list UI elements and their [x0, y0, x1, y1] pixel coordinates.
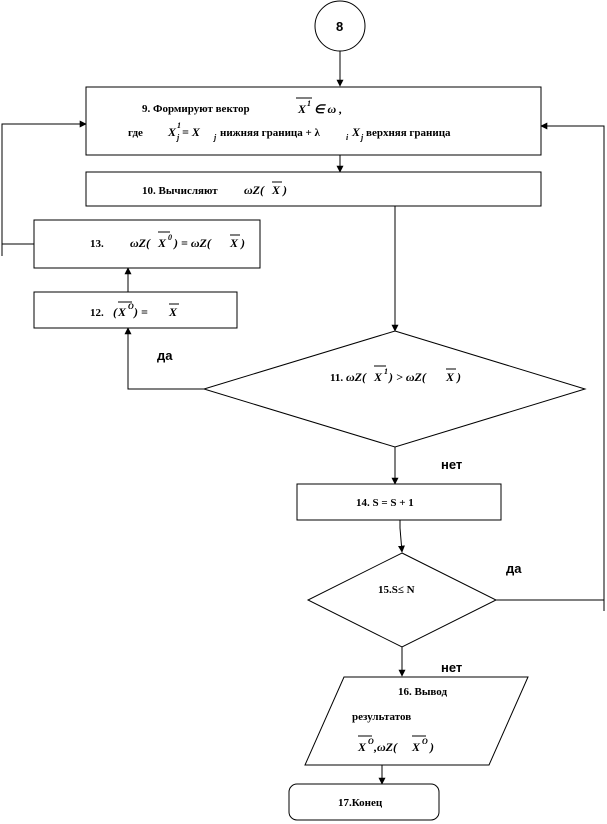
step-15-label: 15.S≤ N: [378, 584, 415, 596]
label-no-11: нет: [441, 457, 462, 472]
step-9-label: 9. Формируют вектор: [142, 103, 250, 115]
step-12-label: 12.: [90, 307, 104, 319]
math: ) = ωZ(: [173, 236, 212, 250]
sup: 1: [177, 121, 181, 130]
step-13-label: 13.: [90, 238, 104, 250]
step-9-upper: верхняя граница: [366, 127, 451, 139]
math: ωZ(: [244, 183, 265, 197]
math-x: X: [271, 183, 281, 197]
arrow-11-yes-to-12: [124, 327, 204, 390]
math: ) > ωZ(: [388, 370, 427, 384]
math-x: X: [357, 740, 367, 754]
label-yes-11: да: [157, 348, 173, 363]
step-11-decision: 11. ωZ( X 1 ) > ωZ( X ): [202, 330, 587, 448]
step-11-label: 11.: [330, 372, 343, 384]
arrow-13-to-9: [1, 120, 87, 245]
sub: j: [175, 133, 180, 142]
math: ωZ(: [130, 236, 151, 250]
math-x: X: [445, 370, 455, 384]
math-x: X: [157, 236, 167, 250]
step-16-output: 16. Вывод результатов X O ,ωZ( X O ): [304, 676, 529, 766]
step-17-end: 17.Конец: [288, 783, 440, 821]
step-10-label: 10. Вычисляют: [142, 185, 218, 197]
math-x: X: [167, 125, 177, 139]
math: ): [456, 370, 461, 384]
step-16-line1: 16. Вывод: [398, 686, 447, 698]
math-x: X: [351, 125, 361, 139]
step-16-line2: результатов: [352, 711, 411, 723]
math: ): [240, 236, 245, 250]
step-13-box: 13. ωZ( X 0 ) = ωZ( X ): [33, 219, 261, 269]
step-9-lower: нижняя граница + λ: [220, 127, 321, 139]
math: (: [113, 305, 118, 319]
math: ): [282, 183, 287, 197]
label-yes-15: да: [506, 561, 522, 576]
step-17-label: 17.Конец: [338, 797, 383, 809]
math-x: X: [168, 305, 178, 319]
step-9-box: 9. Формируют вектор X 1 ∈ ω , где X j 1 …: [85, 86, 542, 156]
label-no-15: нет: [441, 660, 462, 675]
step-9-where: где: [128, 127, 143, 139]
sup: O: [368, 737, 374, 746]
sub: j: [359, 133, 364, 142]
math-x: X: [411, 740, 421, 754]
math-x: X: [373, 370, 383, 384]
math-x: X: [229, 236, 239, 250]
sub: j: [212, 133, 217, 142]
sub: i: [346, 133, 349, 142]
arrow-15-yes-to-9: [496, 122, 605, 601]
sup: 1: [384, 367, 388, 376]
step-14-label: 14. S = S + 1: [356, 497, 414, 509]
step-14-box: 14. S = S + 1: [296, 483, 502, 521]
sup: O: [128, 302, 134, 311]
step-12-box: 12. ( X O ) = X: [33, 291, 238, 329]
math-eq: = X: [182, 125, 201, 139]
math: ωZ(: [346, 370, 367, 384]
math: ,ωZ(: [373, 740, 398, 754]
connector-8: 8: [314, 0, 366, 52]
sup: 0: [168, 233, 172, 242]
math: ) =: [133, 305, 148, 319]
step-9-membership: ∈ ω ,: [314, 102, 342, 116]
connector-label: 8: [336, 19, 343, 34]
step-9-vector: X: [297, 102, 307, 116]
step-15-decision: 15.S≤ N: [306, 552, 498, 648]
arrow-14-to-15: [397, 520, 405, 553]
step-10-box: 10. Вычисляют ωZ( X ): [85, 171, 542, 207]
sup: O: [422, 737, 428, 746]
sup: 1: [307, 99, 311, 108]
math: ): [429, 740, 434, 754]
math-x: X: [117, 305, 127, 319]
